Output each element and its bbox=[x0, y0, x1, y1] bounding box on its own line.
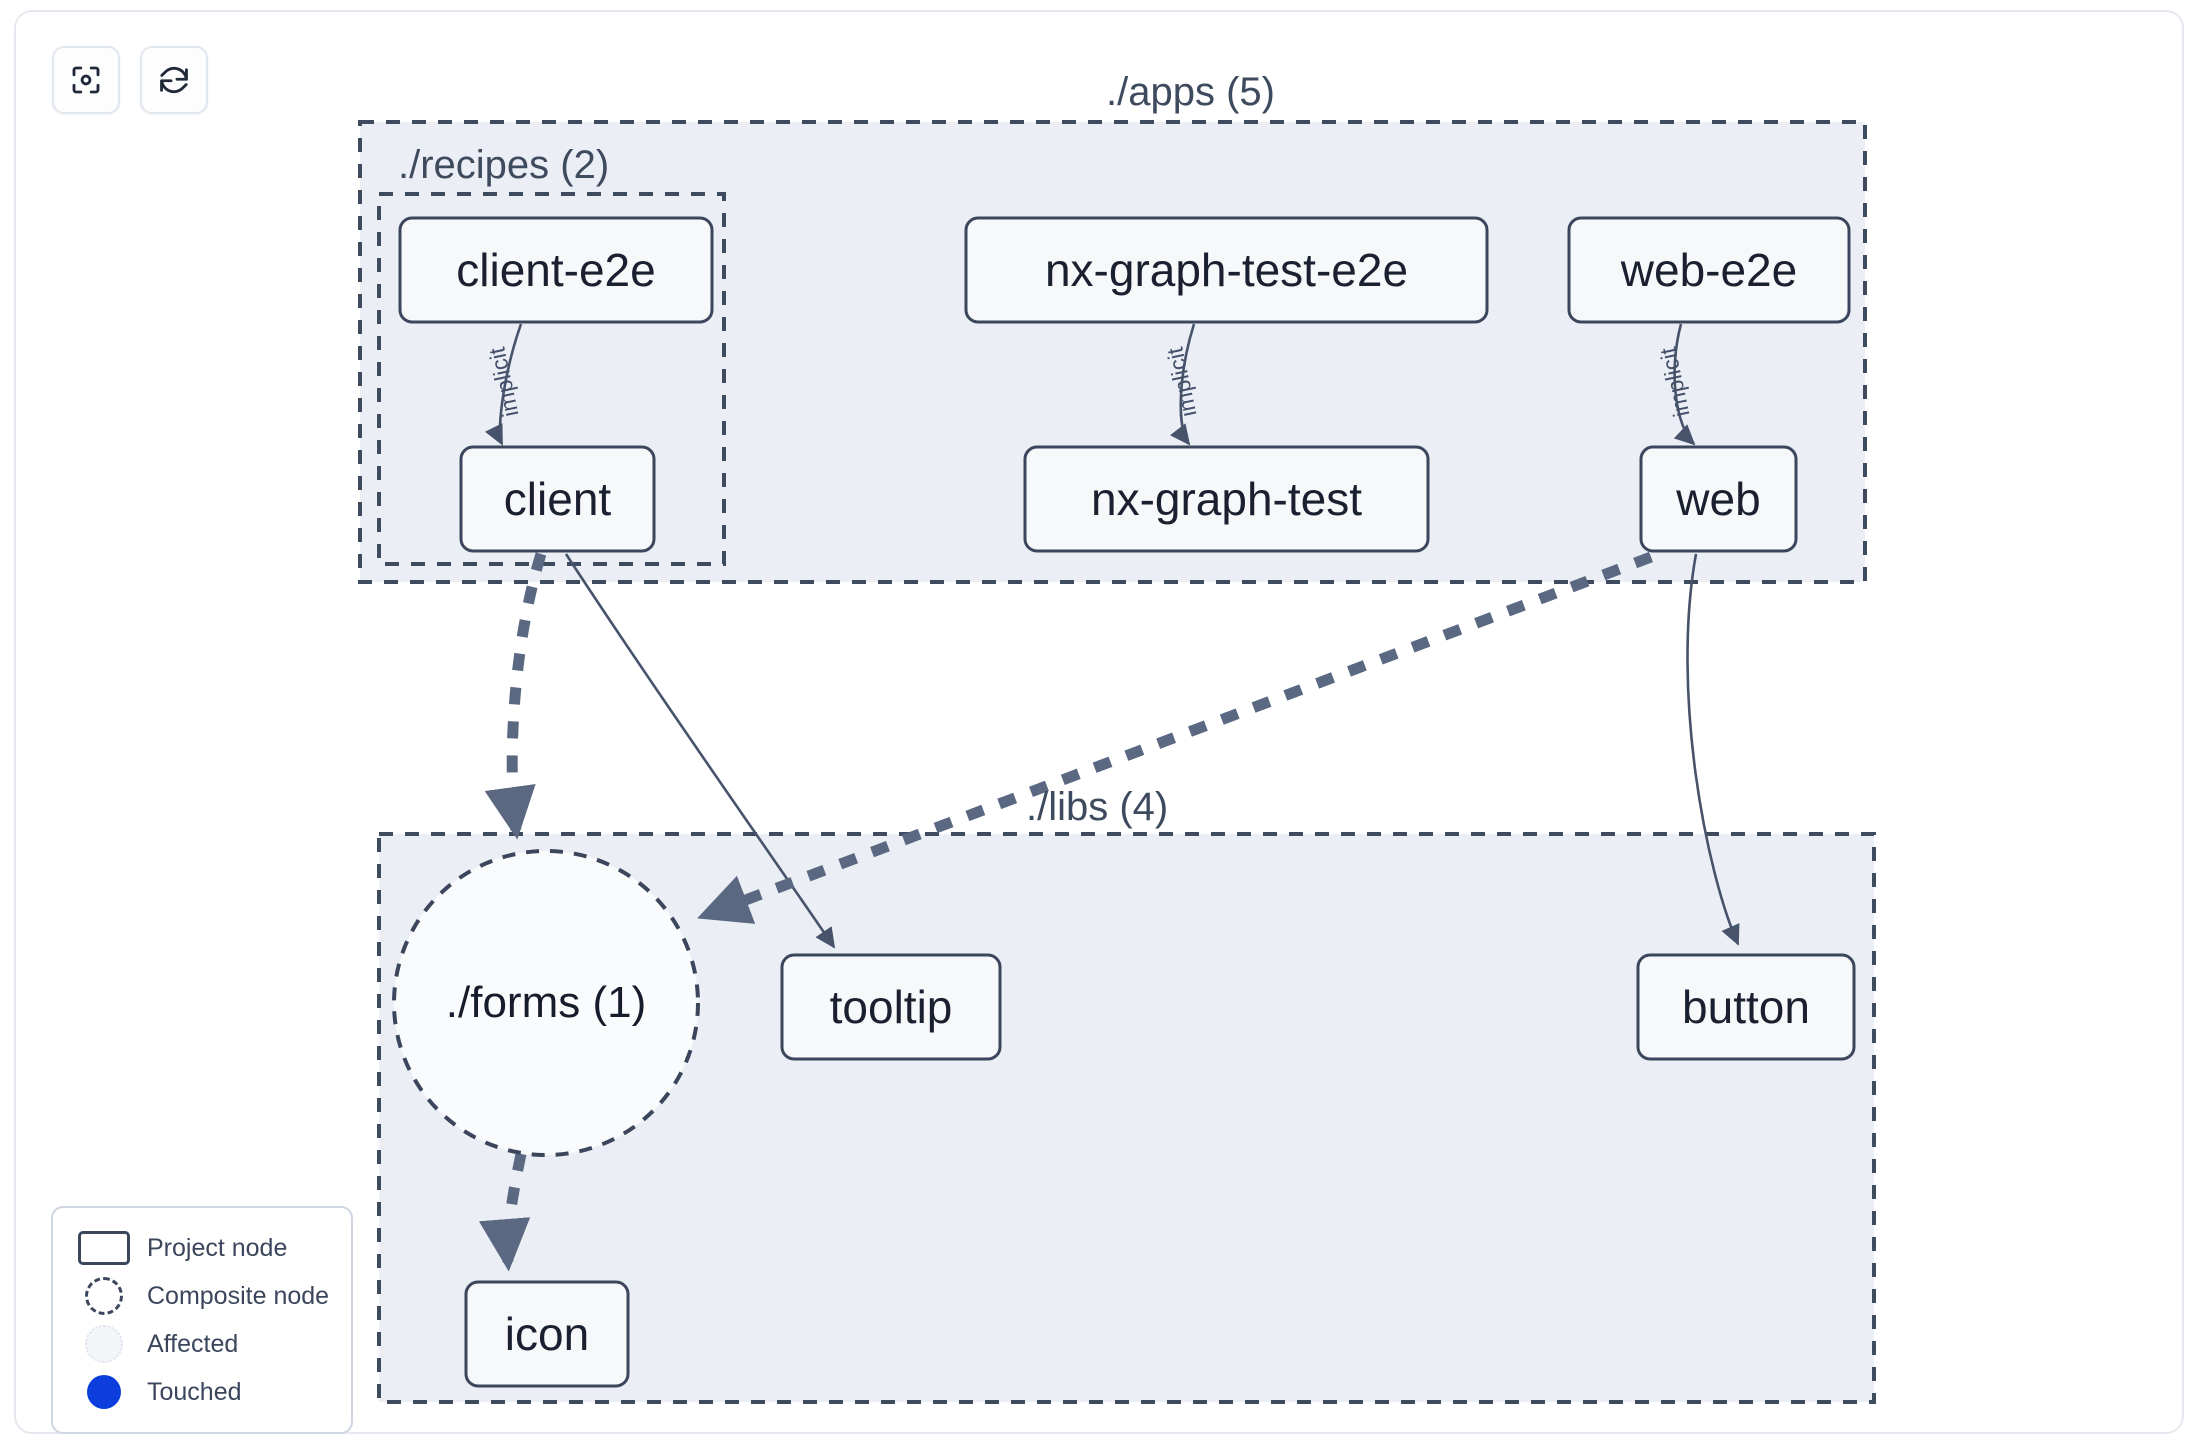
group-label-recipes: ./recipes (2) bbox=[398, 143, 610, 187]
focus-graph-button[interactable] bbox=[52, 46, 120, 114]
edge-web--button[interactable] bbox=[1686, 553, 1740, 946]
legend-label: Touched bbox=[147, 1377, 242, 1406]
graph-toolbar bbox=[52, 46, 208, 114]
edge-client-e2e--client[interactable] bbox=[485, 323, 523, 446]
edges-layer bbox=[478, 323, 1740, 1272]
graph-node-web[interactable] bbox=[1639, 445, 1798, 553]
legend-item-composite-node: Composite node bbox=[53, 1272, 351, 1320]
edge-client--tooltip[interactable] bbox=[564, 553, 836, 949]
graph-node-forms[interactable] bbox=[392, 849, 700, 1157]
legend-label: Composite node bbox=[147, 1281, 330, 1310]
legend-item-affected: Affected bbox=[53, 1320, 351, 1368]
group-label-apps: ./apps (5) bbox=[1106, 70, 1275, 114]
group-label-libs: ./libs (4) bbox=[1026, 785, 1169, 829]
focus-target-icon bbox=[68, 62, 104, 98]
legend-item-project-node: Project node bbox=[53, 1224, 351, 1272]
affected-swatch bbox=[75, 1325, 133, 1363]
legend-label: Affected bbox=[147, 1329, 239, 1358]
edge-client--forms[interactable] bbox=[484, 552, 547, 840]
touched-swatch bbox=[75, 1375, 133, 1409]
legend-item-touched: Touched bbox=[53, 1368, 351, 1416]
edge-web-e2e--web[interactable] bbox=[1673, 323, 1696, 446]
graph-node-nx-graph-test-e2e[interactable] bbox=[964, 216, 1489, 324]
legend-label: Project node bbox=[147, 1233, 288, 1262]
graph-node-client-e2e[interactable] bbox=[398, 216, 714, 324]
composite-node-swatch bbox=[75, 1277, 133, 1315]
edge-forms--icon[interactable] bbox=[478, 1152, 531, 1272]
graph-node-tooltip[interactable] bbox=[780, 953, 1002, 1061]
refresh-graph-button[interactable] bbox=[140, 46, 208, 114]
edge-nx-graph-test-e2e--nx-graph-test[interactable] bbox=[1170, 323, 1196, 446]
graph-node-button[interactable] bbox=[1636, 953, 1856, 1061]
nodes-layer bbox=[392, 216, 1856, 1388]
graph-canvas[interactable] bbox=[16, 12, 2200, 1446]
graph-node-client[interactable] bbox=[459, 445, 656, 553]
refresh-icon bbox=[156, 62, 192, 98]
graph-node-nx-graph-test[interactable] bbox=[1023, 445, 1430, 553]
graph-node-web-e2e[interactable] bbox=[1567, 216, 1851, 324]
project-node-swatch bbox=[75, 1231, 133, 1265]
graph-card: ./apps (5)./recipes (2)./libs (4) client… bbox=[14, 10, 2184, 1434]
graph-legend: Project node Composite node Affected Tou… bbox=[51, 1206, 353, 1434]
graph-node-icon[interactable] bbox=[464, 1280, 630, 1388]
